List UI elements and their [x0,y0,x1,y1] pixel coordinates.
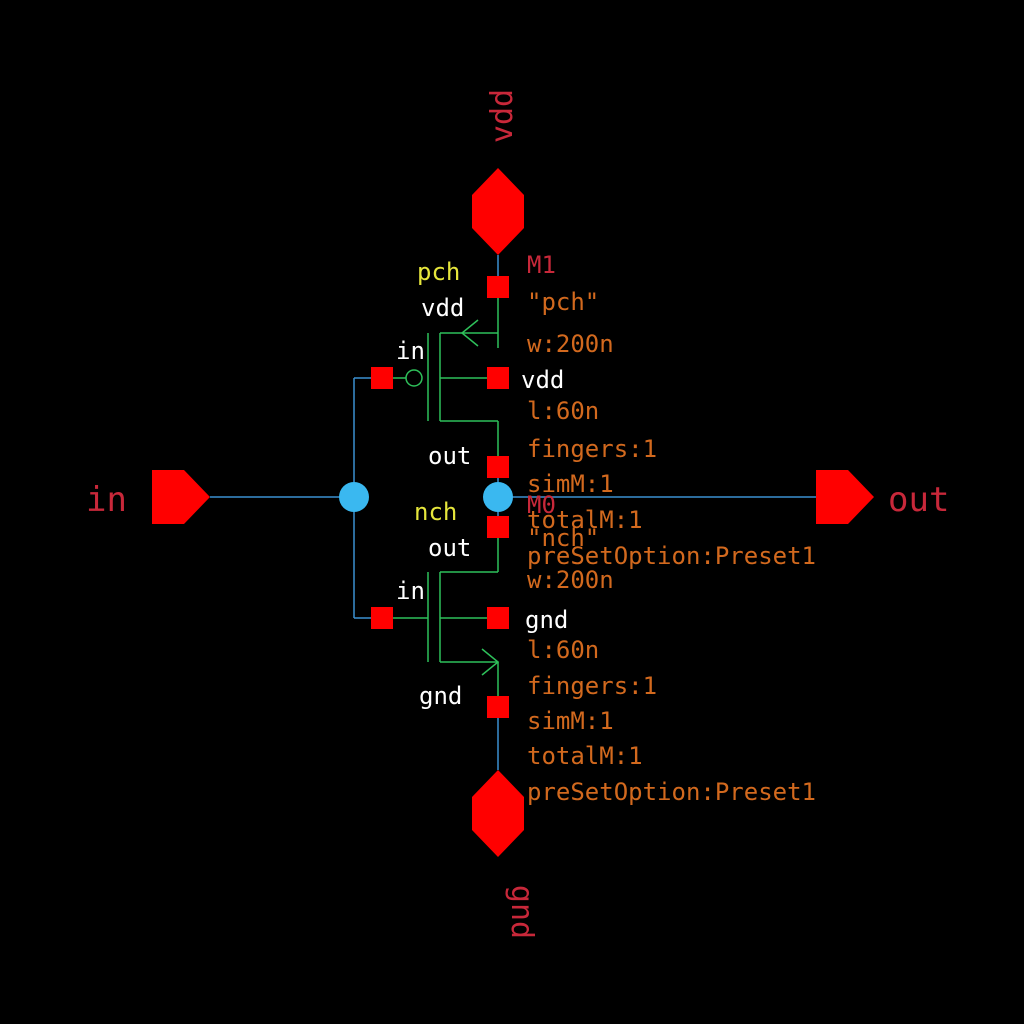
nmos-drain-terminal[interactable] [487,516,509,538]
nmos-gate-terminal[interactable] [371,607,393,629]
nmos-param-fingers: fingers:1 [527,672,657,700]
pmos-param-preset: preSetOption:Preset1 [527,542,816,570]
out-pin-shape[interactable] [816,470,874,524]
pmos-param-totalm: totalM:1 [527,506,643,534]
in-pin-label: in [86,480,127,520]
pmos-cell-label: pch [417,258,460,286]
gnd-pin-label: gnd [504,885,539,939]
nmos-param-l: l:60n [527,636,599,664]
pmos-terminal-bulk-label: vdd [521,366,564,394]
pmos-instance-name: M1 [527,251,556,279]
pmos-param-simm: simM:1 [527,470,614,498]
nmos-source-terminal[interactable] [487,696,509,718]
nmos-bulk-terminal[interactable] [487,607,509,629]
nmos-terminal-gnd-label: gnd [419,682,462,710]
pmos-param-l: l:60n [527,397,599,425]
nmos-param-simm: simM:1 [527,707,614,735]
gnd-pin-shape[interactable] [472,770,524,857]
pmos-param-w: w:200n [527,330,614,358]
pmos-source-terminal[interactable] [487,276,509,298]
pmos-terminal-in-label: in [396,337,425,365]
out-pin-label: out [888,480,949,520]
pmos-param-fingers: fingers:1 [527,435,657,463]
junction-dot-in[interactable] [339,482,369,512]
pmos-arrow [460,319,479,347]
nmos-terminal-bulk-label: gnd [525,606,568,634]
vdd-pin-label: vdd [485,89,520,143]
pmos-terminal-out-label: out [428,442,471,470]
nmos-terminal-out-label: out [428,534,471,562]
terminals [371,276,509,718]
junction-dot-out[interactable] [483,482,513,512]
in-pin-shape[interactable] [152,470,210,524]
nmos-terminal-in-label: in [396,577,425,605]
nmos-cell-label: nch [414,498,457,526]
nmos-params: "nch" w:200n l:60n fingers:1 simM:1 tota… [527,524,816,806]
nmos-instance-name: M0 [527,491,556,519]
nmos-param-model: "nch" [527,524,599,552]
pmos-param-model: "pch" [527,288,599,316]
pmos-params: "pch" w:200n l:60n fingers:1 simM:1 tota… [527,288,816,570]
nmos-param-preset: preSetOption:Preset1 [527,778,816,806]
pmos-gate-terminal[interactable] [371,367,393,389]
nmos-param-w: w:200n [527,566,614,594]
pmos-drain-terminal[interactable] [487,456,509,478]
nmos-symbol[interactable] [392,527,500,697]
pmos-symbol[interactable] [392,297,499,467]
nmos-param-totalm: totalM:1 [527,742,643,770]
vdd-pin-shape[interactable] [472,168,524,255]
pmos-bulk-terminal[interactable] [487,367,509,389]
pmos-terminal-vdd-label: vdd [421,294,464,322]
